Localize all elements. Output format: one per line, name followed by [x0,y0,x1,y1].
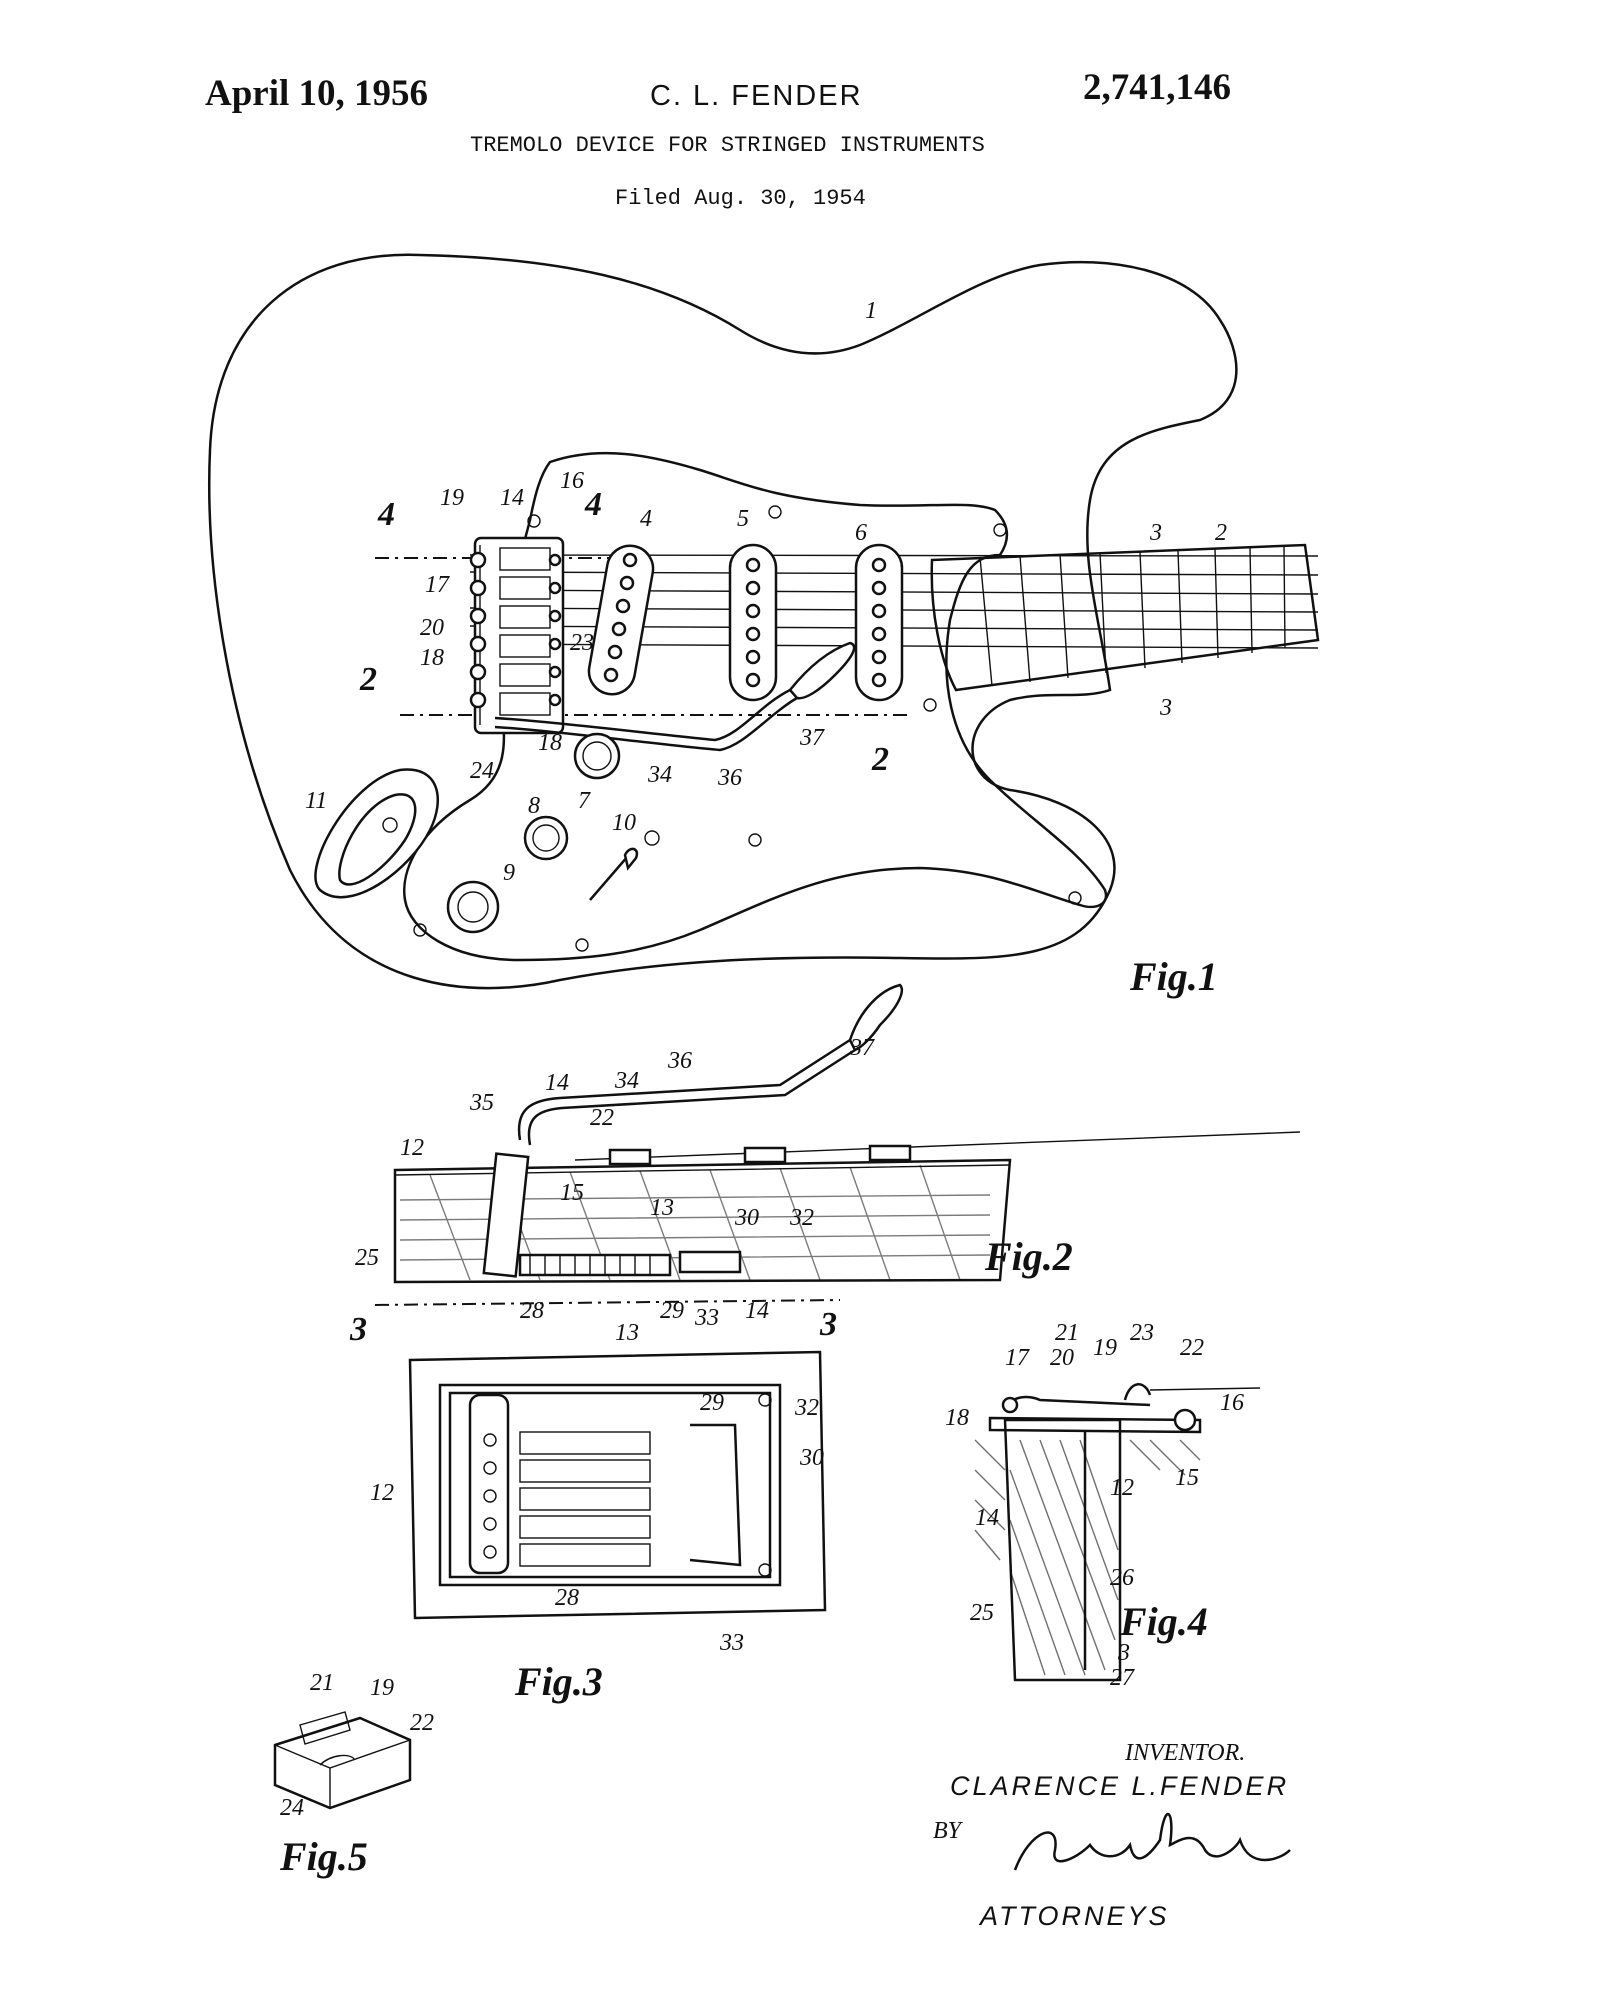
ref-37: 37 [849,1035,875,1061]
ref-33: 33 [719,1630,744,1656]
ref-23: 23 [570,630,594,656]
ref-34: 34 [614,1068,639,1094]
ref-18: 18 [420,645,444,671]
ref-19: 19 [440,485,464,511]
ref-18: 18 [945,1405,969,1431]
ref-25: 25 [970,1600,994,1626]
ref-35: 35 [469,1090,494,1116]
fig3-drawing [410,1352,825,1618]
fig2-caption: Fig.2 [984,1234,1073,1279]
ref-36: 36 [667,1048,692,1074]
fig2-labels: 12 13 14 15 22 25 28 29 30 32 33 14 34 3… [349,1035,1073,1348]
ref-33: 33 [694,1305,719,1331]
ref-7: 7 [578,788,591,814]
ref-32: 32 [794,1395,819,1421]
pickup-5 [730,545,776,700]
ref-22: 22 [1180,1335,1204,1361]
ref-17: 17 [1005,1345,1030,1371]
inventor-name: CLARENCE L.FENDER [950,1771,1289,1801]
ref-37: 37 [799,725,825,751]
fig4-labels: 12 14 15 16 17 18 19 20 21 22 23 25 26 2… [945,1320,1244,1691]
ref-20: 20 [1050,1345,1074,1371]
ref-10: 10 [612,810,636,836]
ref-34: 34 [647,762,672,788]
section-3-left: 3 [349,1311,367,1348]
ref-12: 12 [1110,1475,1134,1501]
ref-5: 5 [737,506,749,532]
ref-26: 26 [1110,1565,1134,1591]
ref-1: 1 [865,298,877,324]
ref-3b: 3 [1159,695,1172,721]
section-3-right: 3 [819,1306,837,1343]
ref-15: 15 [560,1180,584,1206]
ref-2: 2 [1215,520,1227,546]
fig5-caption: Fig.5 [279,1834,368,1879]
ref-19: 19 [1093,1335,1117,1361]
attorneys-label: ATTORNEYS [978,1901,1170,1931]
ref-30: 30 [734,1205,759,1231]
fig1-caption: Fig.1 [1129,954,1218,999]
signature-block: INVENTOR. CLARENCE L.FENDER BY ATTORNEYS [933,1740,1290,1931]
attorney-signature [1015,1814,1290,1870]
fig3-caption: Fig.3 [514,1659,603,1704]
ref-20: 20 [420,615,444,641]
ref-21: 21 [1055,1320,1079,1346]
ref-23: 23 [1130,1320,1154,1346]
ref-14b: 14 [745,1298,769,1324]
ref-36: 36 [717,765,742,791]
fig1-guitar-drawing [209,255,1318,988]
fig2-drawing [375,985,1300,1305]
ref-4: 4 [640,506,652,532]
ref-9: 9 [503,860,515,886]
ref-24: 24 [280,1795,304,1821]
fig5-drawing [275,1712,410,1808]
section-2-right: 2 [871,741,889,778]
ref-16: 16 [1220,1390,1244,1416]
ref-29: 29 [700,1390,724,1416]
ref-11: 11 [305,788,327,814]
section-4-left: 4 [377,496,395,533]
ref-8: 8 [528,793,540,819]
ref-16: 16 [560,468,584,494]
ref-29: 29 [660,1298,684,1324]
inventor-label: INVENTOR. [1124,1740,1245,1766]
fig3-labels: 12 13 28 29 30 32 33 Fig.3 [370,1320,824,1704]
ref-13: 13 [615,1320,639,1346]
ref-21: 21 [310,1670,334,1696]
ref-28: 28 [520,1298,544,1324]
ref-24: 24 [470,758,494,784]
ref-27: 27 [1110,1665,1135,1691]
ref-14: 14 [975,1505,999,1531]
ref-14: 14 [545,1070,569,1096]
ref-14: 14 [500,485,524,511]
fig4-caption: Fig.4 [1119,1599,1208,1644]
section-2-left: 2 [359,661,377,698]
ref-15: 15 [1175,1465,1199,1491]
section-4-right: 4 [584,486,602,523]
ref-32: 32 [789,1205,814,1231]
ref-13: 13 [650,1195,674,1221]
fig4-drawing [975,1384,1260,1680]
ref-3a: 3 [1149,520,1162,546]
ref-6: 6 [855,520,867,546]
ref-12: 12 [370,1480,394,1506]
ref-28: 28 [555,1585,579,1611]
ref-22: 22 [590,1105,614,1131]
ref-18b: 18 [538,730,562,756]
ref-30: 30 [799,1445,824,1471]
by-label: BY [933,1818,964,1844]
pickup-4 [585,542,656,698]
ref-22: 22 [410,1710,434,1736]
ref-17: 17 [425,572,450,598]
ref-12: 12 [400,1135,424,1161]
pickup-6 [856,545,902,700]
ref-19: 19 [370,1675,394,1701]
ref-25: 25 [355,1245,379,1271]
